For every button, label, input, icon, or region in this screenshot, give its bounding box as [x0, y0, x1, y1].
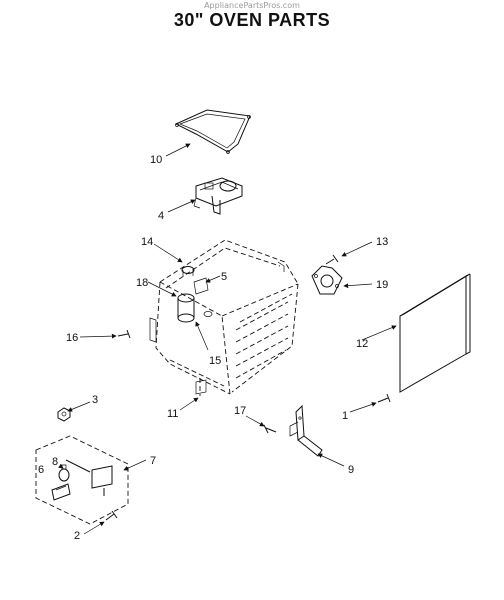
watermark: AppliancePartsPros.com: [204, 1, 300, 10]
callout-11: 11: [167, 408, 178, 420]
callout-15: 15: [209, 355, 221, 367]
part-18-vent-tube: [177, 293, 213, 323]
part-11-terminal-block: [195, 378, 207, 396]
part-10-cover-gasket: [174, 109, 251, 154]
callout-1: 1: [342, 410, 348, 422]
callout-2: 2: [74, 530, 80, 542]
leader-lines: [58, 143, 397, 535]
callout-14: 14: [141, 236, 153, 248]
callout-7: 7: [150, 455, 156, 467]
part-17-screw: [263, 424, 277, 434]
part-13-screw: [325, 254, 339, 265]
diagram-title: 30" OVEN PARTS: [173, 10, 331, 30]
callout-3: 3: [92, 394, 98, 406]
part-7-light-assembly: [35, 435, 129, 525]
part-4-latch-assembly: [193, 177, 243, 215]
callout-9: 9: [348, 464, 354, 476]
callout-16: 16: [66, 332, 78, 344]
part-19-hinge-plate: [311, 265, 343, 295]
part-8-bulb: [58, 464, 70, 482]
callout-6: 6: [38, 464, 44, 476]
callout-8: 8: [52, 456, 58, 468]
part-3-nut: [57, 407, 71, 422]
part-14-top-plug: [181, 266, 195, 276]
rack-supports: [235, 293, 293, 379]
callout-17: 17: [234, 405, 246, 417]
oven-cavity: [149, 239, 299, 395]
part-9-mounting-bracket: [289, 404, 323, 457]
part-2-screw: [105, 510, 118, 521]
part-5-top-bracket: [193, 277, 209, 295]
callout-10: 10: [150, 154, 162, 166]
part-6-lens: [51, 483, 71, 501]
part-12-panel: [399, 273, 471, 393]
callout-4: 4: [158, 210, 164, 222]
callout-19: 19: [376, 279, 388, 291]
part-1-screw: [377, 393, 391, 403]
callout-12: 12: [356, 338, 368, 350]
callout-13: 13: [376, 236, 388, 248]
callout-18: 18: [136, 277, 148, 289]
part-16-screw: [117, 329, 131, 339]
callout-5: 5: [221, 271, 227, 283]
